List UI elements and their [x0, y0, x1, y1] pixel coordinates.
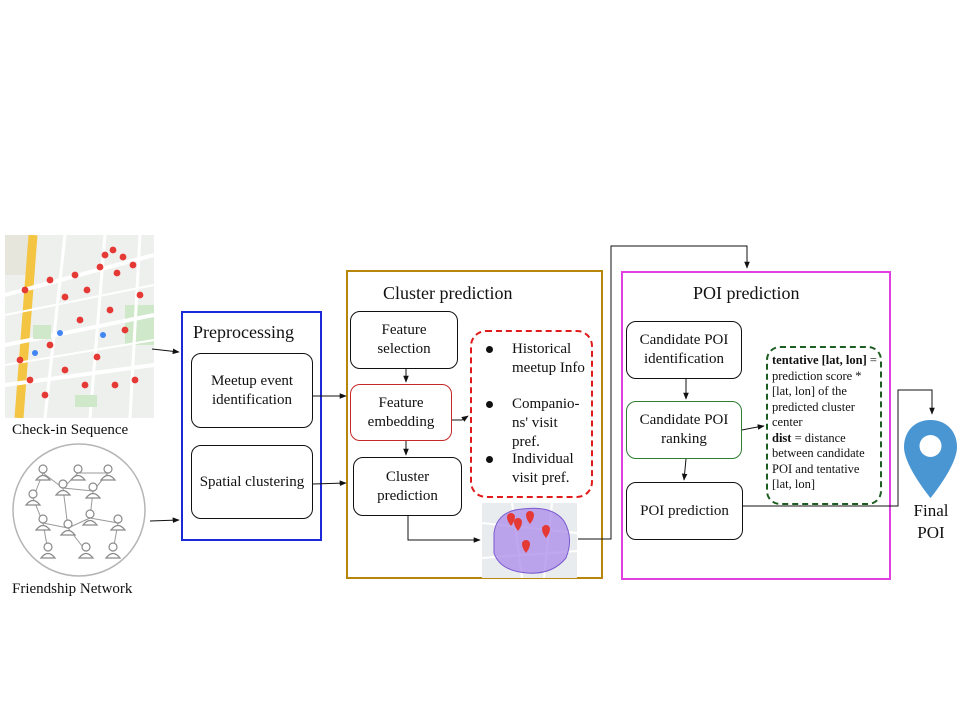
- cluster-prediction-title: Cluster prediction: [383, 283, 513, 303]
- cluster-prediction-box: Cluster prediction: [353, 457, 462, 516]
- arrow: [407, 516, 481, 543]
- meetup-identification-box: Meetup event identification: [191, 353, 313, 428]
- friendship-caption: Friendship Network: [12, 581, 133, 597]
- feature-item: Individual visit pref.: [480, 450, 587, 488]
- arrow: [151, 348, 180, 355]
- feature-item: Companio-ns' visit pref.: [480, 395, 587, 450]
- preprocessing-title: Preprocessing: [193, 322, 294, 342]
- features-list: Historical meetup Info Companio-ns' visi…: [480, 340, 587, 488]
- dist-definition: = distance between candidate POI and ten…: [772, 430, 865, 492]
- tentative-term: tentative [lat, lon]: [772, 353, 867, 367]
- checkin-caption: Check-in Sequence: [12, 422, 129, 438]
- checkin-map-image: [4, 234, 155, 419]
- ranking-info-box: tentative [lat, lon] = prediction score …: [766, 346, 882, 505]
- ranking-info-text: tentative [lat, lon] = prediction score …: [772, 353, 880, 493]
- tentative-definition: = prediction score * [lat, lon] of the p…: [772, 353, 877, 429]
- poi-prediction-box: POI prediction: [626, 482, 743, 540]
- poi-prediction-panel: [621, 271, 891, 580]
- candidate-identification-box: Candidate POI identification: [626, 321, 742, 379]
- cluster-prediction-panel: [346, 270, 603, 579]
- arrow: [149, 517, 180, 524]
- preprocessing-panel: [181, 311, 322, 541]
- feature-embedding-box: Feature embedding: [350, 384, 452, 441]
- arrow: [312, 480, 347, 486]
- map-pin-icon: [902, 418, 959, 500]
- arrow: [741, 424, 765, 431]
- bullet-icon: [486, 456, 493, 463]
- bullet-icon: [486, 401, 493, 408]
- final-poi-label: Final POI: [913, 501, 949, 542]
- arrow: [681, 458, 688, 481]
- arrow: [743, 389, 935, 507]
- candidate-ranking-box: Candidate POI ranking: [626, 401, 742, 459]
- arrow: [452, 415, 469, 422]
- feature-item: Historical meetup Info: [480, 340, 587, 395]
- feature-selection-box: Feature selection: [350, 311, 458, 369]
- friendship-network-image: [8, 443, 150, 578]
- bullet-icon: [486, 346, 493, 353]
- features-list-box: Historical meetup Info Companio-ns' visi…: [470, 330, 593, 498]
- spatial-clustering-box: Spatial clustering: [191, 445, 313, 519]
- dist-term: dist: [772, 430, 792, 445]
- arrow: [578, 245, 750, 540]
- poi-prediction-title: POI prediction: [693, 283, 800, 303]
- cluster-map-image: [481, 502, 578, 579]
